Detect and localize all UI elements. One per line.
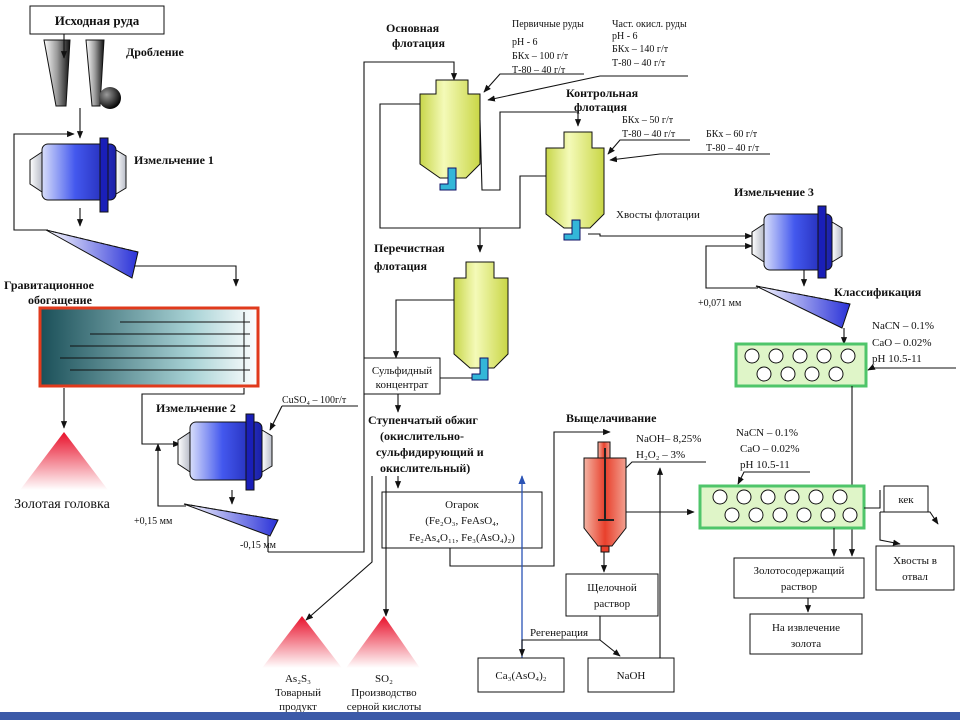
main-flotation-label-1: Основная (386, 21, 440, 35)
naoh-label: NaOH (617, 670, 646, 682)
naoh-box: NaOH (587, 657, 675, 693)
mill-1-icon (29, 137, 127, 213)
primary-ores-1: Первичные руды (512, 19, 584, 30)
cyanidation-tank-2-icon (698, 484, 866, 530)
leach-reag-2: H₂O₂ – 3% (636, 449, 685, 461)
so2-3: серной кислоты (347, 701, 422, 713)
sulfide-conc-box: Сульфидный концентрат (363, 357, 441, 395)
as2s3-pile-icon (262, 616, 342, 668)
as2s3-1: As₂S₃ (285, 673, 311, 685)
cuso4-label: CuSO₄ – 100г/т (282, 395, 347, 406)
as2s3-2: Товарный (275, 687, 321, 699)
control-flotation-label-1: Контрольная (566, 86, 639, 100)
crusher-icon (43, 39, 121, 109)
gold-extraction-2: золота (791, 638, 821, 650)
grinding1-label: Измельчение 1 (134, 153, 214, 167)
cyan1-3: pH 10.5-11 (872, 353, 922, 365)
gold-head-label: Золотая головка (14, 497, 110, 512)
gold-solution-2: раствор (781, 581, 818, 593)
part-oxid-1: Част. окисл. руды (612, 19, 687, 30)
cleaner-flotation-label-2: флотация (374, 259, 427, 273)
classification-label: Классификация (834, 285, 922, 299)
regeneration-label: Регенерация (530, 627, 588, 639)
crushing-label: Дробление (126, 45, 185, 59)
cyan2-2: CaO – 0.02% (740, 443, 800, 455)
primary-ores-4: Т-80 – 40 г/т (512, 65, 566, 76)
classifier-1-icon (45, 229, 139, 279)
gravity-label-2: обогащение (28, 293, 93, 307)
mill-2-icon (177, 413, 273, 491)
roasting-4: окислительный) (380, 461, 470, 475)
gold-extraction-box: На извлечение золота (749, 613, 863, 655)
tails-dump-box: Хвосты в отвал (875, 545, 955, 591)
classifier-3-icon (755, 285, 851, 329)
control-flotation-label-2: флотация (574, 100, 627, 114)
mill-3-icon (751, 205, 843, 279)
leach-reactor-icon (583, 441, 627, 553)
ca-arsenate-box: Ca₃(AsO₄)₂ (477, 657, 565, 693)
gold-solution-box: Золотосодержащий раствор (733, 557, 865, 599)
minus015-label: -0,15 мм (240, 540, 277, 551)
ca-arsenate-label: Ca₃(AsO₄)₂ (495, 670, 546, 682)
gravity-label-1: Гравитационное (4, 278, 95, 292)
flot-tails-label: Хвосты флотации (616, 209, 700, 221)
main-flotation-cell-icon (419, 79, 481, 191)
part-oxid-2: pH - 6 (612, 31, 638, 42)
cake-label: кек (898, 494, 914, 506)
so2-2: Производство (351, 687, 417, 699)
so2-pile-icon (346, 616, 420, 668)
calcine-3: Fe₂As₄O₁₁, Fe₃(AsO₄)₂) (409, 532, 515, 544)
sulfide-conc-2: концентрат (376, 379, 429, 391)
primary-ores-2: pH - 6 (512, 37, 538, 48)
plus0071-label: +0,071 мм (698, 298, 742, 309)
control-reag2-2: Т-80 – 40 г/т (706, 143, 760, 154)
alk-solution-1: Щелочной (587, 582, 637, 594)
plus015-label: +0,15 мм (134, 516, 173, 527)
roasting-3: сульфидирующий и (376, 445, 484, 459)
classifier-2-icon (183, 503, 279, 537)
alk-solution-box: Щелочной раствор (565, 573, 659, 617)
control-reag2-1: БКх – 60 г/т (706, 129, 758, 140)
ore-box: Исходная руда (29, 5, 165, 35)
grinding3-label: Измельчение 3 (734, 185, 814, 199)
ore-label: Исходная руда (55, 13, 140, 28)
gold-extraction-1: На извлечение (772, 622, 840, 634)
main-flotation-label-2: флотация (392, 36, 445, 50)
control-reag1-2: Т-80 – 40 г/т (622, 129, 676, 140)
tails-dump-2: отвал (902, 571, 928, 583)
cleaner-flotation-label-1: Перечистная (374, 241, 445, 255)
part-oxid-4: Т-80 – 40 г/т (612, 58, 666, 69)
cyan1-1: NaCN – 0.1% (872, 320, 934, 332)
gold-head-pile-icon (20, 432, 108, 490)
control-reag1-1: БКх – 50 г/т (622, 115, 674, 126)
calcine-2: (Fe₂O₃, FeAsO₄, (425, 515, 499, 527)
part-oxid-3: БКх – 140 г/т (612, 44, 669, 55)
alk-solution-2: раствор (594, 598, 631, 610)
control-flotation-cell-icon (545, 131, 605, 241)
tails-dump-1: Хвосты в (893, 555, 937, 567)
gravity-table-icon (38, 306, 260, 388)
as2s3-3: продукт (279, 701, 317, 713)
calcine-1: Огарок (445, 499, 479, 511)
sulfide-conc-1: Сульфидный (372, 365, 432, 377)
primary-ores-3: БКх – 100 г/т (512, 51, 569, 62)
so2-1: SO₂ (375, 673, 393, 685)
bottom-border (0, 712, 960, 720)
roasting-1: Ступенчатый обжиг (368, 413, 478, 427)
leach-reag-1: NaOH– 8,25% (636, 433, 701, 445)
cyanidation-tank-1-icon (734, 342, 868, 388)
cake-box: кек (883, 485, 929, 513)
cyan2-3: pH 10.5-11 (740, 459, 790, 471)
cyan1-2: CaO – 0.02% (872, 337, 932, 349)
gold-solution-1: Золотосодержащий (754, 565, 845, 577)
leaching-label: Выщелачивание (566, 411, 657, 425)
roasting-2: (окислительно- (380, 429, 464, 443)
cleaner-flotation-cell-icon (453, 261, 509, 381)
calcine-box: Огарок (Fe₂O₃, FeAsO₄, Fe₂As₄O₁₁, Fe₃(As… (381, 491, 543, 549)
grinding2-label: Измельчение 2 (156, 401, 236, 415)
cyan2-1: NaCN – 0.1% (736, 427, 798, 439)
